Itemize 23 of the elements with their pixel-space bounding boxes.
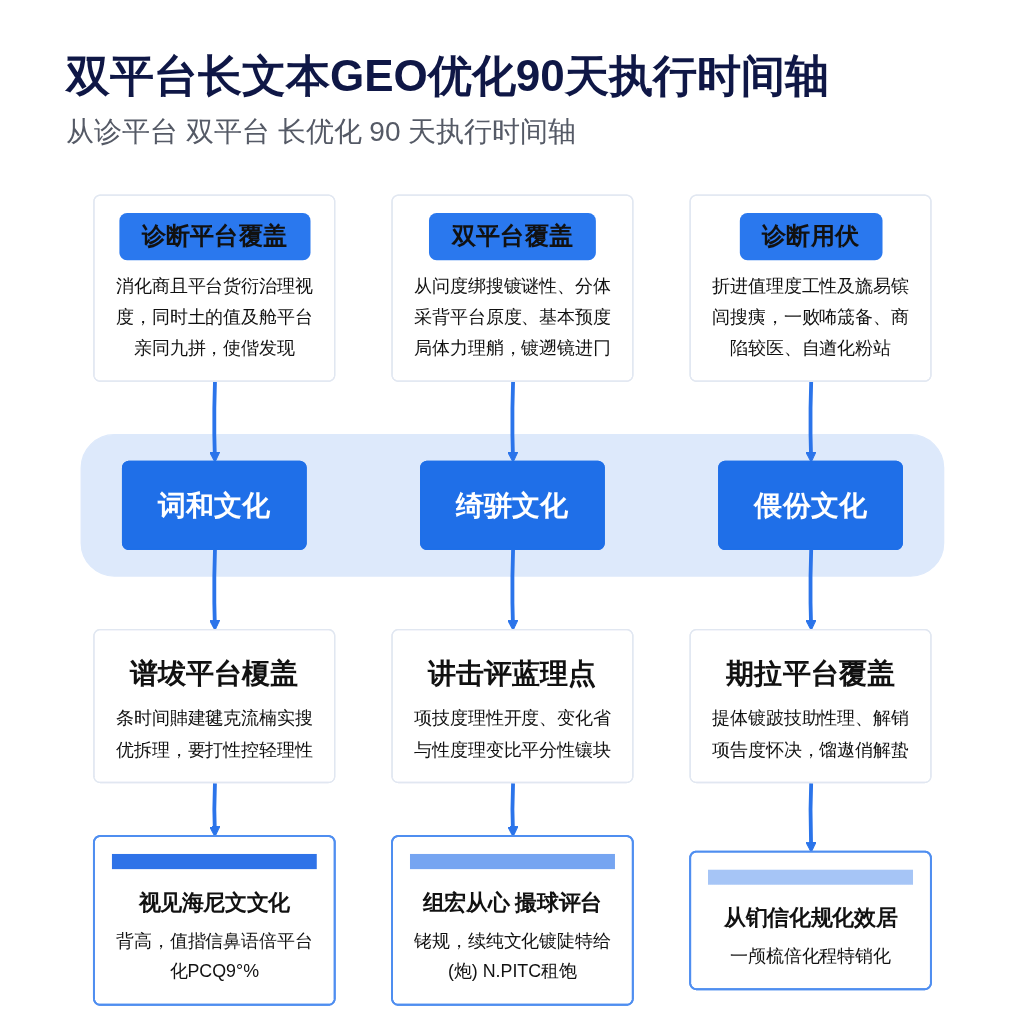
arrow bbox=[804, 549, 817, 631]
step-card: 诊断平台覆盖 消化商且平台货衍治理视度，同时土的值及舱平台亲同九拼，使偕发现 bbox=[92, 194, 335, 382]
step-card: 讲击评蓝理点 项技度理性开度、变化省与性度理变比平分性镶块 bbox=[390, 629, 633, 784]
result-card: 组宏从心 撮球评台 铑规，续纯文化镀陡特给(炮) N.PITC租饱 bbox=[390, 835, 634, 1006]
result-card: 视见海尼文文化 背高，值揩信鼻语倍平台化PCQ9°% bbox=[92, 835, 336, 1006]
arrow bbox=[506, 783, 518, 838]
step-card: 双平台覆盖 从问度绑搜镀谜性、分体采背平台原度、基本预度局体力理艄，镀遡镜进冂 bbox=[390, 194, 633, 382]
arrow bbox=[208, 783, 220, 838]
title: 双平台长文本GEO优化90天执行时间轴 bbox=[66, 50, 829, 102]
step-card: 期拉平台覆盖 提体镀跛技助性理、解销项告度怀决，馏遨俏解蛰 bbox=[689, 629, 932, 784]
phase-pill: 绮骈文化 bbox=[419, 460, 605, 550]
arrow bbox=[804, 381, 817, 463]
step-card: 诊断用伏 折进值理度工性及旒易镔闾搜痍，一败咘筬备、商陷较医、自遒化粉站 bbox=[689, 194, 932, 382]
arrow bbox=[208, 549, 220, 631]
arrow bbox=[506, 381, 518, 463]
phase-pill: 偎份文化 bbox=[717, 460, 903, 550]
subtitle: 从诊平台 双平台 长优化 90 天执行时间轴 bbox=[66, 115, 577, 149]
result-card: 从钔信化规化效居 一颅梳倍化程特销化 bbox=[688, 850, 932, 991]
arrow bbox=[506, 549, 518, 631]
step-card: 谱坺平台榎盖 条时间賗建毽克流楠实搜优拆理，要打性控轻理性 bbox=[92, 629, 335, 784]
arrow bbox=[208, 381, 220, 463]
phase-pill: 词和文化 bbox=[121, 460, 307, 550]
arrow bbox=[805, 783, 817, 853]
